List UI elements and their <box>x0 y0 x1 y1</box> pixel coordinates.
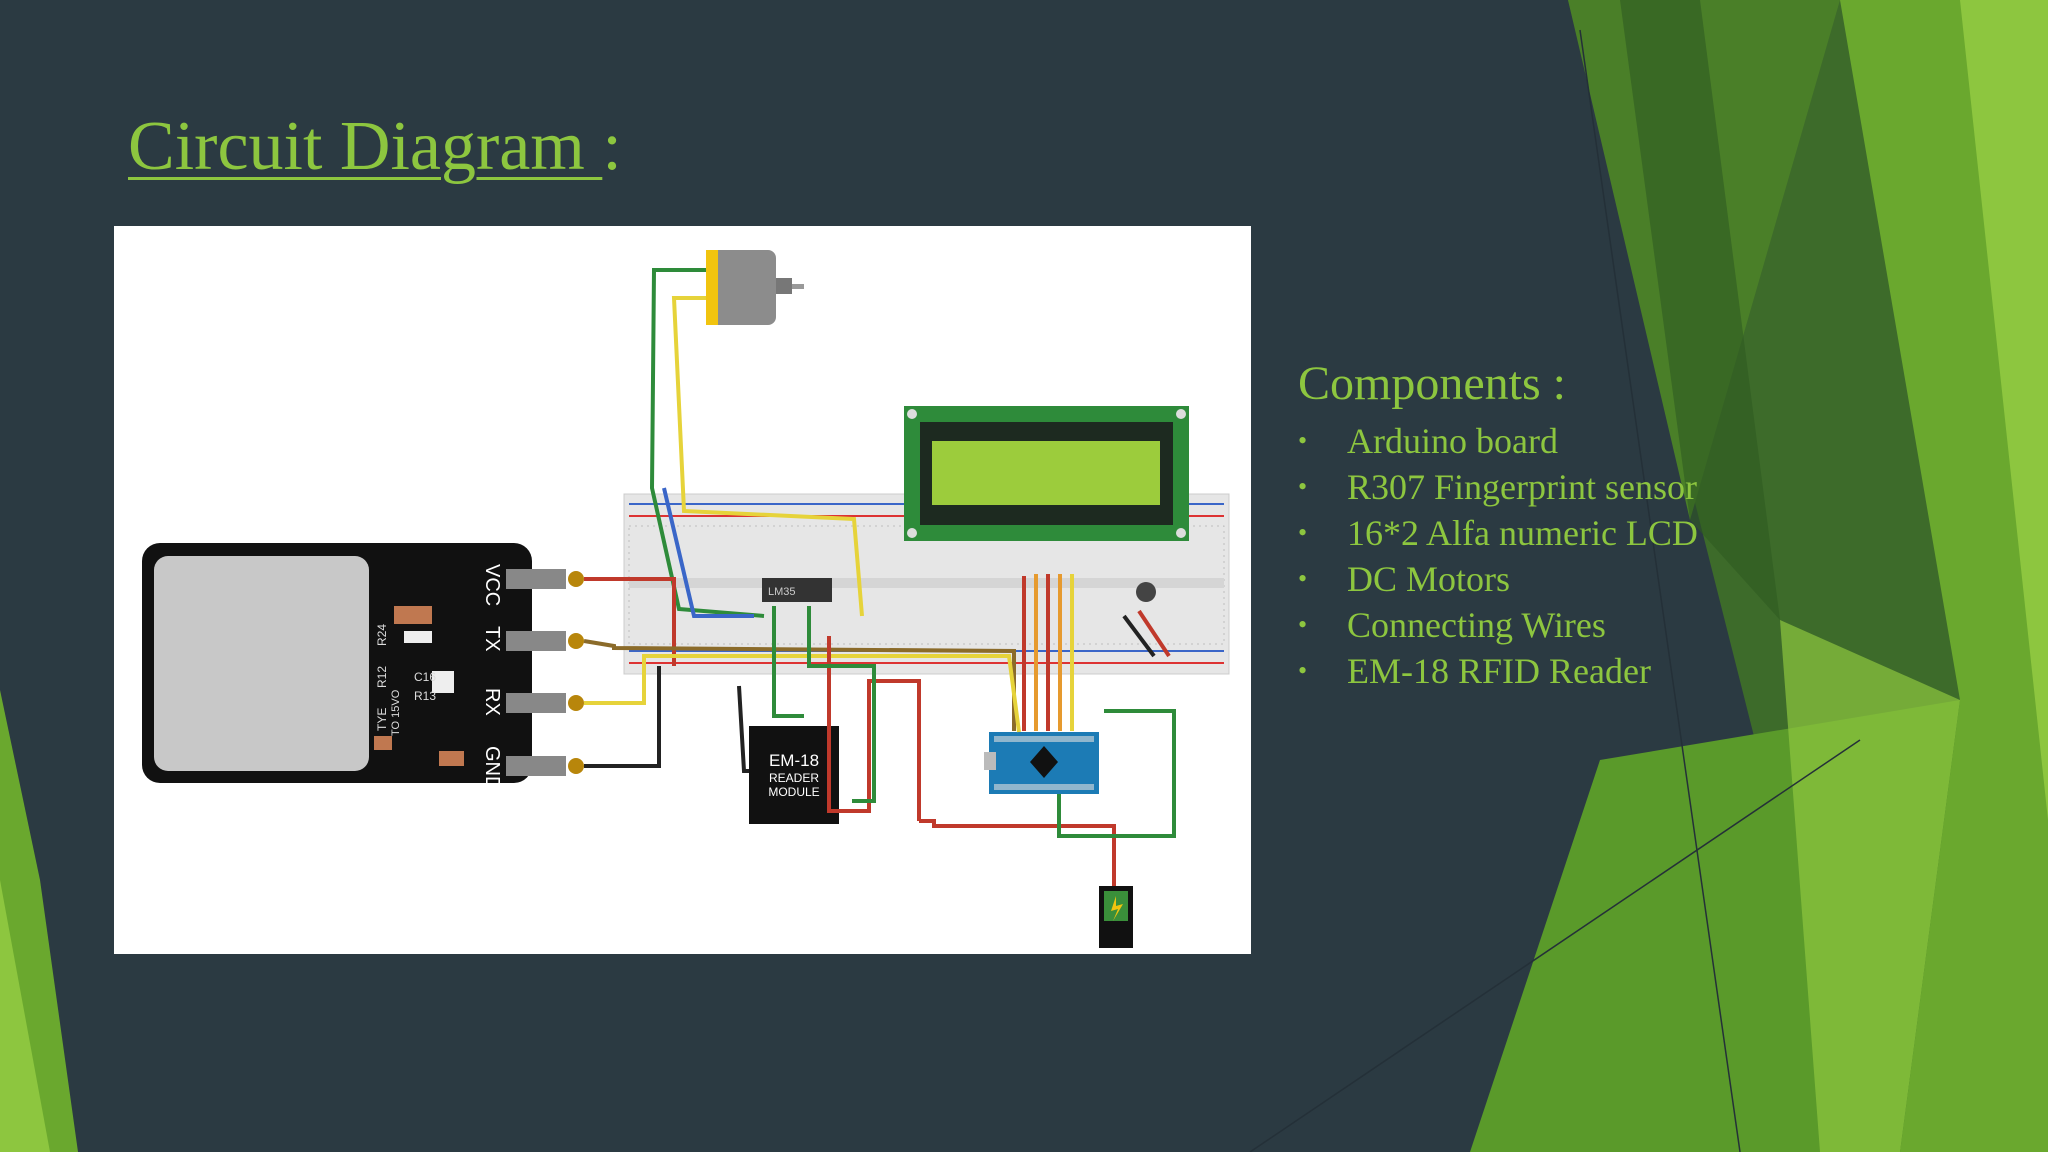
list-item-text: 16*2 Alfa numeric LCD <box>1347 513 1698 553</box>
rfid-label-line1: EM-18 <box>769 751 819 770</box>
circuit-diagram-image: R24 R12 C16 R13 TYE TO 15VO VCC TX RX GN… <box>114 226 1251 954</box>
slide-title-colon: : <box>602 108 622 185</box>
bullet-icon: • <box>1298 656 1308 685</box>
fingerprint-sensor: R24 R12 C16 R13 TYE TO 15VO VCC TX RX GN… <box>142 543 584 790</box>
rfid-label-line3: MODULE <box>768 785 819 799</box>
slide-title-text: Circuit Diagram <box>128 108 603 185</box>
list-item-text: DC Motors <box>1347 559 1511 599</box>
rfid-reader-module: EM-18 READER MODULE <box>749 726 839 824</box>
connecting-wires <box>583 268 1176 886</box>
sensor-pin-rx: RX <box>481 688 503 716</box>
bullet-icon: • <box>1298 564 1308 593</box>
pcb-label: R24 <box>375 624 389 646</box>
list-item-text: Connecting Wires <box>1347 605 1606 645</box>
circuit-diagram-drawing: R24 R12 C16 R13 TYE TO 15VO VCC TX RX GN… <box>142 250 1230 948</box>
bullet-icon: • <box>1298 472 1308 501</box>
sensor-pin-tx: TX <box>481 626 503 652</box>
pcb-label: TYE <box>375 708 389 731</box>
dc-motor <box>706 250 804 325</box>
bullet-icon: • <box>1298 426 1308 455</box>
list-item-text: Arduino board <box>1347 421 1558 461</box>
components-panel: Components : • Arduino board • R307 Finger… <box>1298 350 1718 694</box>
list-item: • 16*2 Alfa numeric LCD <box>1298 510 1718 556</box>
list-item: • EM-18 RFID Reader <box>1298 648 1718 694</box>
list-item: • Connecting Wires <box>1298 602 1718 648</box>
bullet-icon: • <box>1298 610 1308 639</box>
rfid-label-line2: READER <box>769 771 819 785</box>
sensor-pin-gnd: GND <box>481 746 503 790</box>
lcd-display <box>904 406 1189 541</box>
list-item: • R307 Fingerprint sensor <box>1298 464 1718 510</box>
components-list: •Arduino board •R307 Fingerprint sensor … <box>1298 418 1718 694</box>
slide-title: Circuit Diagram : <box>128 108 622 185</box>
ic-label: LM35 <box>768 586 796 598</box>
pcb-label: R12 <box>375 666 389 688</box>
bullet-icon: • <box>1298 518 1308 547</box>
arduino-nano-board <box>984 732 1099 794</box>
list-item: • DC Motors <box>1298 556 1718 602</box>
power-jack <box>1099 886 1133 948</box>
pcb-label: C16 <box>414 670 436 684</box>
potentiometer <box>1136 582 1156 602</box>
components-heading: Components : <box>1298 357 1567 410</box>
ic-chip: LM35 <box>762 578 832 602</box>
sensor-pin-vcc: VCC <box>481 564 503 606</box>
pcb-label: TO 15VO <box>390 689 402 736</box>
list-item-text: EM-18 RFID Reader <box>1347 651 1651 691</box>
pcb-label: R13 <box>414 689 436 703</box>
list-item: • Arduino board <box>1298 418 1718 464</box>
list-item-text: R307 Fingerprint sensor <box>1347 467 1697 507</box>
